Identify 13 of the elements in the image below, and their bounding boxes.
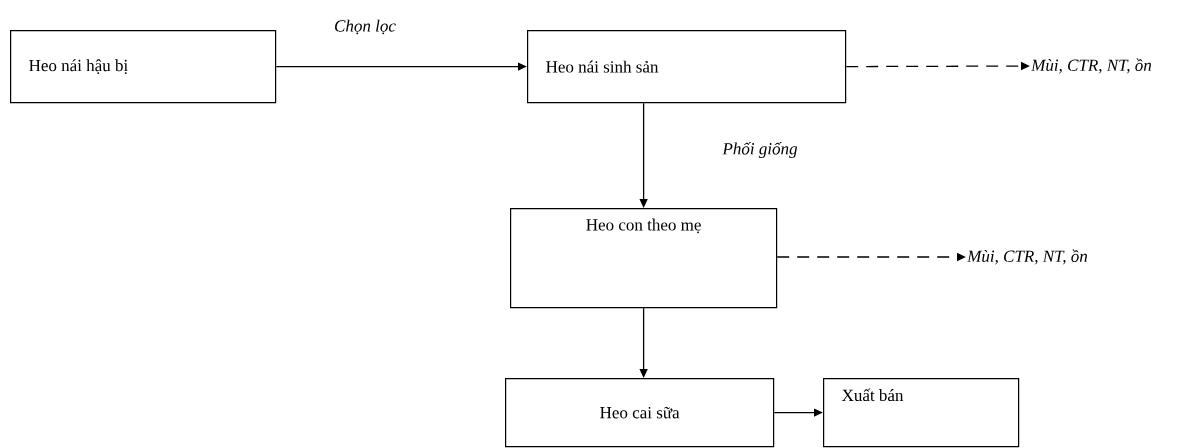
arrow	[639, 307, 648, 378]
process-box: Heo cai sữa	[505, 378, 775, 448]
process-box: Heo nái hậu bị	[10, 30, 277, 104]
edge-label: Phối giống	[721, 141, 799, 159]
output-text: Mùi, CTR, NT, ồn	[1031, 58, 1152, 74]
edge-label: Chọn lọc	[333, 18, 397, 36]
arrow	[275, 62, 527, 71]
arrow	[639, 102, 648, 208]
output-text: Mùi, CTR, NT, ồn	[967, 249, 1088, 265]
process-box: Xuất bán	[823, 378, 1020, 448]
arrow	[773, 408, 823, 417]
process-box: Heo con theo mẹ	[510, 208, 778, 309]
process-box: Heo nái sinh sản	[527, 30, 847, 104]
